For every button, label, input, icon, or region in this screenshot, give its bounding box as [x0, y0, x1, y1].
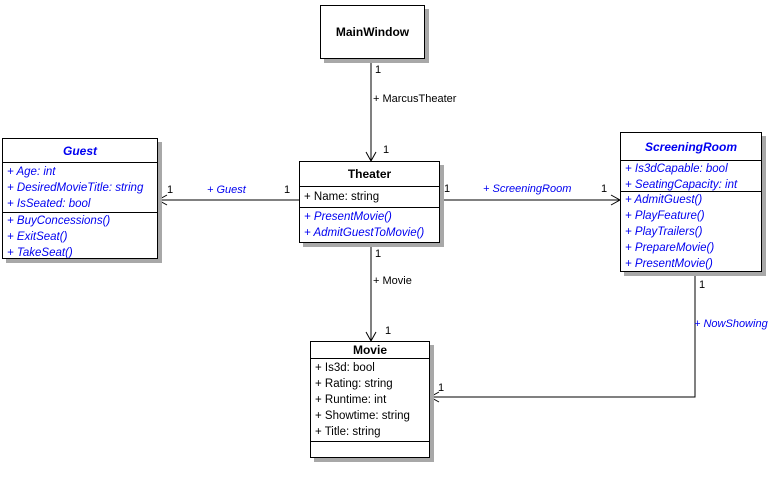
attribute-is3dcapable[interactable]: + Is3dCapable: bool	[625, 163, 728, 175]
class-title-movie: Movie	[311, 342, 429, 359]
methods-section-empty	[311, 442, 429, 457]
multiplicity-label: 1	[375, 248, 382, 260]
arrowhead-nowshowing	[428, 391, 440, 403]
method-takeseat[interactable]: + TakeSeat()	[7, 247, 73, 258]
attributes-section: + Is3d: bool + Rating: string + Runtime:…	[311, 359, 429, 442]
class-title-mainwindow: MainWindow	[335, 25, 410, 39]
attribute-name[interactable]: + Name: string	[304, 191, 380, 203]
method-presentmovie[interactable]: + PresentMovie()	[304, 211, 392, 223]
attribute-desiredmovietitle[interactable]: + DesiredMovieTitle: string	[7, 182, 144, 194]
methods-section: + AdmitGuest() + PlayFeature() + PlayTra…	[621, 192, 761, 271]
attributes-section: + Is3dCapable: bool + SeatingCapacity: i…	[621, 161, 761, 192]
attribute-seatingcapacity[interactable]: + SeatingCapacity: int	[625, 179, 738, 191]
association-label-guest[interactable]: + Guest	[207, 184, 246, 196]
class-box-mainwindow[interactable]: MainWindow	[320, 5, 425, 59]
attribute-title[interactable]: + Title: string	[315, 426, 381, 438]
method-exitseat[interactable]: + ExitSeat()	[7, 231, 68, 243]
method-admitguest[interactable]: + AdmitGuest()	[625, 194, 703, 206]
attribute-runtime[interactable]: + Runtime: int	[315, 394, 387, 406]
association-label-movie[interactable]: + Movie	[373, 275, 412, 287]
multiplicity-label: 1	[167, 184, 174, 196]
method-admitguesttomovie[interactable]: + AdmitGuestToMovie()	[304, 227, 425, 239]
class-box-guest[interactable]: Guest + Age: int + DesiredMovieTitle: st…	[2, 138, 158, 259]
class-box-screeningroom[interactable]: ScreeningRoom + Is3dCapable: bool + Seat…	[620, 132, 762, 272]
class-box-movie[interactable]: Movie + Is3d: bool + Rating: string + Ru…	[310, 341, 430, 458]
method-presentmovie[interactable]: + PresentMovie()	[625, 258, 713, 270]
method-buyconcessions[interactable]: + BuyConcessions()	[7, 215, 111, 227]
class-title-screeningroom: ScreeningRoom	[621, 133, 761, 161]
method-playfeature[interactable]: + PlayFeature()	[625, 210, 705, 222]
association-label-nowshowing[interactable]: + NowShowing	[694, 318, 768, 330]
attribute-age[interactable]: + Age: int	[7, 166, 56, 178]
multiplicity-label: 1	[699, 279, 706, 291]
multiplicity-label: 1	[375, 64, 382, 76]
attribute-isseated[interactable]: + IsSeated: bool	[7, 198, 91, 210]
class-box-theater[interactable]: Theater + Name: string + PresentMovie() …	[299, 161, 440, 243]
attribute-is3d[interactable]: + Is3d: bool	[315, 362, 375, 374]
class-title-theater: Theater	[300, 162, 439, 187]
multiplicity-label: 1	[383, 144, 390, 156]
attribute-showtime[interactable]: + Showtime: string	[315, 410, 410, 422]
arrowhead-guest	[156, 194, 168, 206]
methods-section: + BuyConcessions() + ExitSeat() + TakeSe…	[3, 213, 157, 258]
method-playtrailers[interactable]: + PlayTrailers()	[625, 226, 703, 238]
multiplicity-label: 1	[601, 183, 608, 195]
method-preparemovie[interactable]: + PrepareMovie()	[625, 242, 715, 254]
multiplicity-label: 1	[284, 184, 291, 196]
association-label-marcustheater[interactable]: + MarcusTheater	[373, 93, 457, 105]
attribute-rating[interactable]: + Rating: string	[315, 378, 393, 390]
attributes-section: + Age: int + DesiredMovieTitle: string +…	[3, 163, 157, 213]
class-title-guest: Guest	[3, 139, 157, 163]
attributes-section: + Name: string	[300, 187, 439, 208]
multiplicity-label: 1	[444, 183, 451, 195]
methods-section: + PresentMovie() + AdmitGuestToMovie()	[300, 208, 439, 242]
association-label-screeningroom[interactable]: + ScreeningRoom	[483, 183, 572, 195]
association-line-nowshowing[interactable]	[431, 272, 696, 398]
multiplicity-label: 1	[438, 382, 445, 394]
multiplicity-label: 1	[385, 325, 392, 337]
